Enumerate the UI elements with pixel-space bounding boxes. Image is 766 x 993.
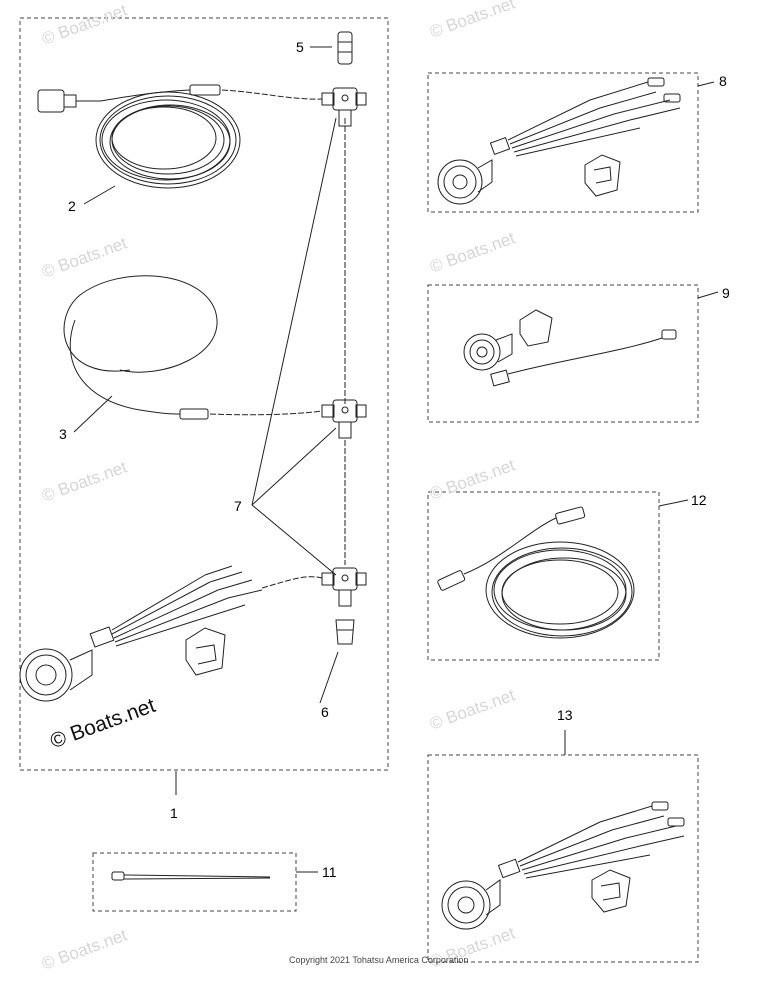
group-box-11: [92, 852, 297, 912]
terminator-6: [335, 619, 355, 645]
gauge-harness-9: [463, 309, 677, 387]
group-box-9: [427, 284, 699, 423]
callout-12: 12: [691, 492, 707, 508]
callout-1: 1: [170, 805, 178, 821]
group-box-1: [19, 17, 389, 771]
t-connector-top: [321, 87, 367, 127]
callout-2: 2: [68, 198, 76, 214]
callout-8: 8: [719, 73, 727, 89]
cable-tie-11: [111, 871, 271, 881]
group-box-13: [427, 754, 699, 963]
cable-3: [63, 275, 323, 420]
callout-11: 11: [322, 864, 337, 880]
gauge-harness-1: [19, 565, 323, 702]
t-connector-mid: [321, 399, 367, 439]
gauge-harness-13: [441, 801, 685, 930]
callout-9: 9: [722, 285, 730, 301]
cable-2: [37, 84, 323, 189]
callout-7: 7: [234, 498, 242, 514]
callout-5: 5: [296, 39, 304, 55]
group-box-8: [427, 72, 699, 213]
callout-13: 13: [557, 707, 573, 723]
callout-6: 6: [321, 704, 329, 720]
terminator-5: [337, 31, 353, 65]
callout-3: 3: [59, 426, 67, 442]
group-box-12: [427, 491, 660, 661]
cable-12: [437, 506, 635, 639]
gauge-harness-8: [437, 77, 681, 205]
t-connector-bottom: [321, 567, 367, 607]
copyright-text: Copyright 2021 Tohatsu America Corporati…: [289, 955, 469, 965]
